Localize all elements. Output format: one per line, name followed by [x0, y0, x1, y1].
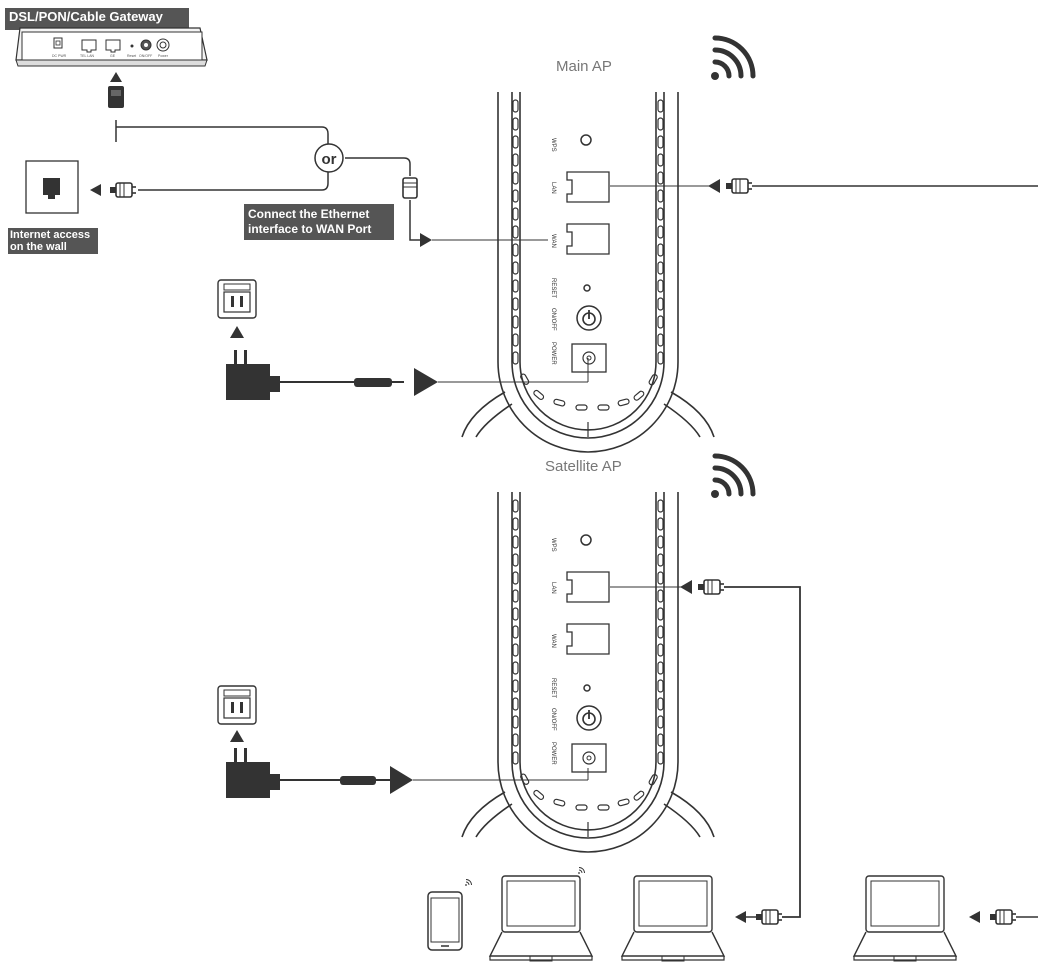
or-circle: or	[314, 143, 344, 173]
vertical-plug-icon	[402, 177, 418, 199]
wall-plug-icon	[109, 182, 137, 198]
sat-reset-label: RESET	[550, 678, 556, 698]
phone-wifi-icon	[464, 879, 472, 887]
gateway-cable	[115, 120, 420, 241]
sat-power-adapter-icon	[226, 748, 280, 798]
wan-arrow-icon	[420, 233, 432, 247]
gw-port-tellan: TEL LAN	[80, 54, 95, 58]
sat-lan-arrow-icon	[680, 580, 692, 594]
instruction-line2: interface to WAN Port	[248, 222, 372, 236]
wall-label: Internet access on the wall	[8, 228, 98, 254]
laptop3-plug-icon	[989, 909, 1017, 925]
wall-label-line1: Internet access	[10, 229, 91, 241]
or-text: or	[322, 151, 337, 168]
main-wan-label: WAN	[550, 234, 556, 248]
sat-lan-line	[724, 586, 801, 918]
main-power-label: POWER	[550, 342, 556, 365]
sat-wifi-icon	[711, 456, 753, 498]
main-wifi-icon	[711, 38, 753, 80]
gateway-device: DC PWR TEL LAN GE Reset ON/OFF Power	[15, 27, 208, 67]
main-lan-plug-icon	[725, 178, 753, 194]
satellite-ap-device: WPS LAN WAN RESET ON/OFF POWER	[461, 491, 715, 853]
gw-port-ge: GE	[110, 54, 116, 58]
gateway-title: DSL/PON/Cable Gateway	[5, 8, 189, 30]
sat-power-outlet-icon	[217, 685, 257, 725]
sat-lan-label: LAN	[550, 582, 556, 594]
main-ap-device: WPS LAN WAN RESET ON/OFF POWER	[461, 91, 715, 453]
main-lan-label: LAN	[550, 182, 556, 194]
gw-port-power: Power	[158, 54, 169, 58]
main-onoff-label: ON/OFF	[550, 308, 556, 331]
wall-arrow-icon	[90, 184, 101, 196]
wall-jack-icon	[25, 160, 79, 214]
sat-wps-label: WPS	[550, 538, 556, 552]
satellite-ap-title: Satellite AP	[545, 458, 622, 475]
sat-outlet-arrow-icon	[230, 730, 244, 742]
main-outlet-arrow-icon	[230, 326, 244, 338]
sat-lan-plug-icon	[697, 579, 725, 595]
laptop-wired-icon	[621, 875, 725, 962]
instruction-line1: Connect the Ethernet	[248, 207, 370, 221]
laptop2-plug-icon	[755, 909, 783, 925]
sat-onoff-label: ON/OFF	[550, 708, 556, 731]
sat-power-label: POWER	[550, 742, 556, 765]
phone-icon	[427, 891, 463, 951]
gw-port-onoff: ON/OFF	[139, 54, 152, 58]
wall-label-line2: on the wall	[10, 241, 67, 253]
laptop3-arrow-icon	[969, 911, 980, 923]
main-power-adapter-icon	[226, 350, 280, 400]
ethernet-plug-icon	[108, 86, 124, 108]
main-wps-label: WPS	[550, 138, 556, 152]
laptop2-arrow-icon	[735, 911, 746, 923]
gw-port-dcpwr: DC PWR	[52, 54, 67, 58]
laptop-third-icon	[853, 875, 957, 962]
main-reset-label: RESET	[550, 278, 556, 298]
laptop-wifi-icon	[577, 867, 585, 875]
instruction-label: Connect the Ethernet interface to WAN Po…	[244, 204, 394, 240]
sat-power-cable	[280, 766, 589, 794]
main-power-cable	[280, 358, 589, 396]
gw-port-reset: Reset	[127, 54, 136, 58]
main-ap-title: Main AP	[556, 58, 612, 75]
sat-wan-label: WAN	[550, 634, 556, 648]
laptop-icon	[489, 875, 593, 962]
gateway-arrow-icon	[110, 72, 122, 82]
main-lan-arrow-icon	[708, 179, 720, 193]
main-power-outlet-icon	[217, 279, 257, 319]
